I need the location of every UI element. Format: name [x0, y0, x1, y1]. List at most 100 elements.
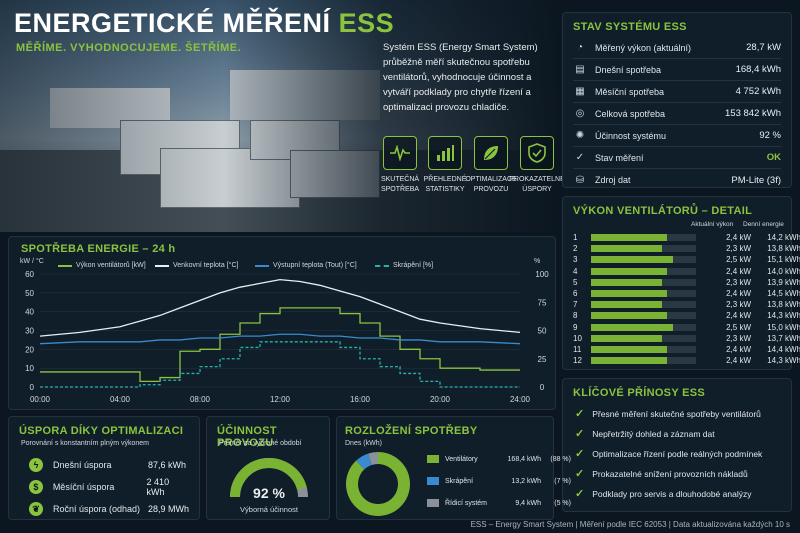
legend-value: 13,2 kWh	[511, 477, 541, 485]
fan-energy: 14,5 kWh	[767, 289, 800, 298]
series-line	[40, 307, 520, 382]
feature-label: OPTIMALIZACE PROVOZU	[465, 176, 517, 193]
fan-power-bar	[591, 234, 696, 241]
series-line	[39, 333, 521, 345]
y-axis-left-label: kW / °C	[20, 258, 44, 265]
panel-subtitle: Dnes (kWh)	[345, 440, 382, 447]
fan-power-bar	[591, 267, 696, 275]
savings-panel: ÚSPORA DÍKY OPTIMALIZACI Porovnání s kon…	[8, 416, 200, 520]
database-icon: ⛁	[575, 174, 585, 186]
fan-power-bar	[591, 334, 696, 342]
page-subtitle: MĚŘÍME. VYHODNOCUJEME. ŠETŘÍME.	[16, 42, 242, 54]
y-tick-label-left: 20	[25, 345, 34, 354]
fan-power: 2,3 kW	[726, 300, 751, 310]
fan-power-bar	[591, 256, 696, 264]
fan-number: 2	[573, 244, 578, 254]
calendar-icon: ▦	[575, 86, 585, 97]
fan-energy: 14,3 kWh	[767, 311, 800, 321]
fan-power: 2,4 kW	[726, 356, 751, 366]
dollar-icon: $	[29, 480, 43, 494]
fan-energy: 15,0 kWh	[767, 322, 800, 332]
fan-power-fill	[591, 290, 667, 297]
x-tick-label: 04:00	[110, 395, 131, 404]
efficiency-caption: Výborná účinnost	[240, 505, 298, 514]
x-tick-label: 20:00	[430, 395, 451, 404]
fan-power-bar	[591, 290, 696, 297]
fan-energy: 14,2 kWh	[767, 233, 800, 242]
benefit-item: ✓Optimalizace řízení podle reálných podm…	[575, 448, 763, 460]
legend-pct: (5 %)	[554, 499, 571, 507]
check-circle-icon: ✓	[575, 152, 585, 163]
panel-title: ROZLOŽENÍ SPOTŘEBY	[345, 425, 478, 437]
benefit-item: ✓Prokazatelné snížení provozních nákladů	[575, 468, 748, 480]
legend-label: Ventilátory	[445, 455, 478, 463]
check-icon: ✓	[575, 468, 585, 480]
status-row: ◔Měřený výkon (aktuální)28,7 kW	[573, 37, 781, 59]
fan-power: 2,4 kW	[726, 266, 751, 276]
check-icon: ✓	[575, 488, 585, 500]
series-line	[39, 278, 521, 337]
fan-power-bar	[591, 323, 696, 331]
lightning-icon: ϟ	[29, 458, 43, 472]
legend-label: Skrápění	[445, 477, 474, 485]
fan-power-fill	[591, 334, 663, 342]
legend-label: Řídicí systém	[445, 499, 488, 507]
meter-icon: ▤	[575, 64, 585, 75]
y-tick-label-left: 10	[25, 364, 34, 373]
legend-item: Výkon ventilátorů [kW]	[58, 262, 146, 269]
fan-power: 2,4 kW	[726, 233, 751, 242]
fan-energy: 14,0 kWh	[767, 266, 800, 276]
efficiency-panel: ÚČINNOST PROVOZU Průměr za vybrané obdob…	[206, 416, 330, 520]
footer-text: ESS – Energy Smart System | Měření podle…	[470, 520, 790, 529]
savings-row: ❦Roční úspora (odhad)28,9 MWh	[29, 498, 189, 520]
y-tick-label-right: 100	[535, 270, 549, 279]
efficiency-value: 92 %	[253, 485, 285, 501]
check-icon: ✓	[575, 428, 585, 440]
panel-title: KLÍČOVÉ PŘÍNOSY ESS	[573, 387, 706, 399]
x-tick-label: 00:00	[30, 395, 51, 404]
gauge-fill	[230, 458, 307, 498]
legend-item: Skrápění [%]	[375, 262, 433, 269]
benefit-item: ✓Přesné měření skutečné spotřeby ventilá…	[575, 408, 761, 420]
fan-detail-panel: VÝKON VENTILÁTORŮ – DETAIL Aktuální výko…	[562, 196, 800, 370]
y-tick-label-right: 0	[540, 383, 545, 392]
fan-power-bar	[591, 346, 696, 353]
pulse-icon	[383, 136, 417, 170]
y-tick-label-right: 25	[538, 355, 547, 364]
check-icon: ✓	[575, 448, 585, 460]
fan-energy: 15,1 kWh	[767, 255, 800, 265]
panel-subtitle: Průměr za vybrané období	[219, 440, 302, 447]
fan-number: 4	[573, 266, 578, 276]
fan-energy: 14,3 kWh	[767, 356, 800, 366]
legend-item: Výstupní teplota (Tout) [°C]	[255, 262, 357, 269]
fan-power-fill	[591, 323, 673, 331]
fan-power-fill	[591, 312, 667, 320]
fan-number: 9	[573, 322, 578, 332]
sun-icon: ✺	[575, 130, 585, 141]
fan-row: 4 2,4 kW 14,0 kWh	[573, 266, 800, 277]
fan-energy: 13,7 kWh	[767, 333, 800, 343]
legend-value: 9,4 kWh	[515, 499, 541, 507]
fan-power: 2,3 kW	[726, 277, 751, 287]
fan-power-bar	[591, 312, 696, 320]
feature-label: SKUTEČNÁ SPOTŘEBA	[380, 176, 420, 193]
y-tick-label-left: 0	[30, 383, 35, 392]
legend-value: 168,4 kWh	[507, 455, 541, 463]
check-icon: ✓	[575, 408, 585, 420]
col-header-energy: Denní energie	[743, 221, 784, 228]
feature-label: PROKAZATELNÉ ÚSPORY	[509, 176, 565, 193]
fan-power-fill	[591, 267, 667, 275]
y-tick-label-left: 50	[25, 289, 34, 298]
panel-title: ÚSPORA DÍKY OPTIMALIZACI	[19, 425, 184, 437]
